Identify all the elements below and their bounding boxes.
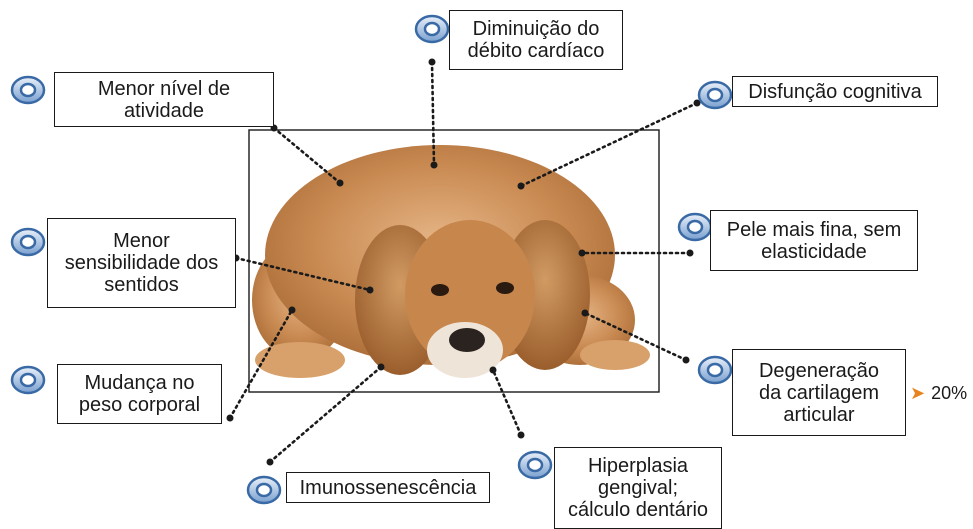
bullet-icon-skin (677, 212, 713, 242)
bullet-icon-weight (10, 365, 46, 395)
connector-lines (228, 60, 699, 464)
label-cognitive: Disfunção cognitiva (732, 76, 938, 107)
dog-illustration (252, 145, 650, 378)
connector-cardiac (430, 60, 436, 167)
cartilage-percent: ➤20% (910, 383, 967, 404)
bullet-icon-gingival (517, 450, 553, 480)
arrow-icon: ➤ (910, 383, 926, 403)
connector-senses (234, 256, 372, 292)
label-skin: Pele mais fina, sem elasticidade (710, 210, 918, 271)
bullet-icon-senses (10, 227, 46, 257)
label-senses: Menor sensibilidade dos sentidos (47, 218, 236, 308)
connector-immuno (268, 365, 383, 464)
connector-cartilage (583, 311, 688, 362)
connector-cognitive (519, 101, 699, 188)
label-immuno: Imunossenescência (286, 472, 490, 503)
label-cardiac: Diminuição do débito cardíaco (449, 10, 623, 70)
bullet-icon-activity (10, 75, 46, 105)
label-weight: Mudança no peso corporal (57, 364, 222, 424)
connector-weight (228, 308, 294, 420)
label-cartilage: Degeneração da cartilagem articular (732, 349, 906, 436)
connector-gingival (491, 368, 523, 437)
bullet-icon-immuno (246, 475, 282, 505)
label-activity: Menor nível de atividade (54, 72, 274, 127)
connector-activity (272, 126, 342, 185)
bullet-icon-cardiac (414, 14, 450, 44)
label-gingival: Hiperplasia gengival; cálculo dentário (554, 447, 722, 529)
bullet-icon-cognitive (697, 80, 733, 110)
bullet-icon-cartilage (697, 355, 733, 385)
connector-dots (226, 58, 701, 466)
cartilage-percent-value: 20% (931, 383, 968, 403)
